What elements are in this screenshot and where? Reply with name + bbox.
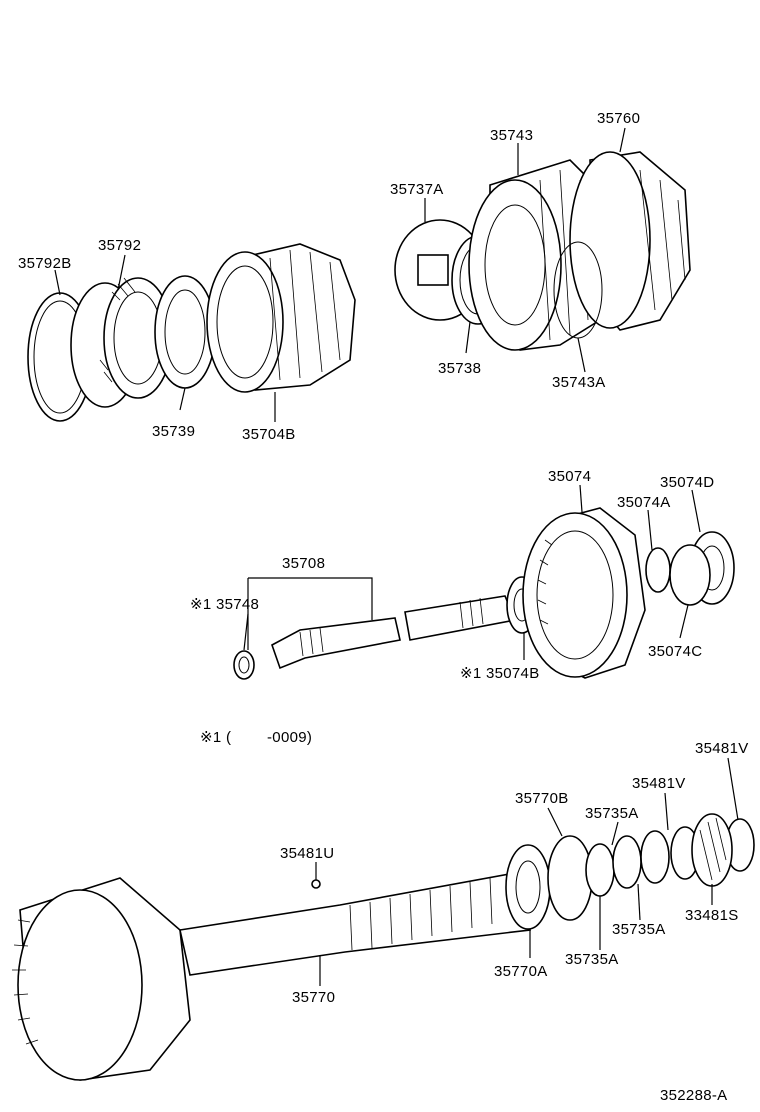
label-35481V-mid: 35481V — [632, 775, 686, 792]
race-35739 — [154, 275, 216, 389]
label-35737A: 35737A — [390, 181, 444, 198]
label-35739: 35739 — [152, 423, 195, 440]
label-35743A: 35743A — [552, 374, 606, 391]
shaft-35708 — [271, 595, 517, 670]
label-35743: 35743 — [490, 127, 533, 144]
label-35735A-mid: 35735A — [612, 921, 666, 938]
ring-gear-35074 — [522, 507, 646, 679]
bearing-35792 — [70, 277, 173, 408]
shaft-35770 — [179, 871, 531, 976]
drum-35704B — [206, 243, 356, 393]
label-35704B: 35704B — [242, 426, 296, 443]
label-35748: ※1 35748 — [190, 596, 259, 613]
label-35074D: 35074D — [660, 474, 714, 491]
leader-lines — [54, 127, 739, 986]
label-35735A-bot: 35735A — [565, 951, 619, 968]
ball-35481U — [311, 879, 321, 889]
label-35738: 35738 — [438, 360, 481, 377]
label-35074C: 35074C — [648, 643, 702, 660]
leader-35708 — [247, 577, 373, 650]
label-35792: 35792 — [98, 237, 141, 254]
figure-id: 352288-A — [660, 1087, 727, 1104]
label-35481U: 35481U — [280, 845, 334, 862]
bearing-35770A — [505, 844, 551, 930]
rings-35735A — [585, 830, 670, 897]
label-35770B: 35770B — [515, 790, 569, 807]
ring-35074A — [645, 547, 671, 593]
label-35770: 35770 — [292, 989, 335, 1006]
label-35074B: ※1 35074B — [460, 665, 540, 682]
label-33481S: 33481S — [685, 907, 739, 924]
label-35735A-top: 35735A — [585, 805, 639, 822]
drum-35770 — [12, 877, 191, 1081]
label-35481V-top: 35481V — [695, 740, 749, 757]
gear-33481S — [691, 813, 733, 887]
ring-35748 — [233, 650, 255, 680]
label-35074: 35074 — [548, 468, 591, 485]
race-35770B — [547, 835, 593, 921]
race-35074C — [669, 544, 711, 606]
label-35760: 35760 — [597, 110, 640, 127]
carrier-35760 — [569, 151, 691, 331]
footnote: ※1 ( -0009) — [200, 729, 312, 746]
label-35770A: 35770A — [494, 963, 548, 980]
label-35708: 35708 — [282, 555, 325, 572]
label-35792B: 35792B — [18, 255, 72, 272]
label-35074A: 35074A — [617, 494, 671, 511]
